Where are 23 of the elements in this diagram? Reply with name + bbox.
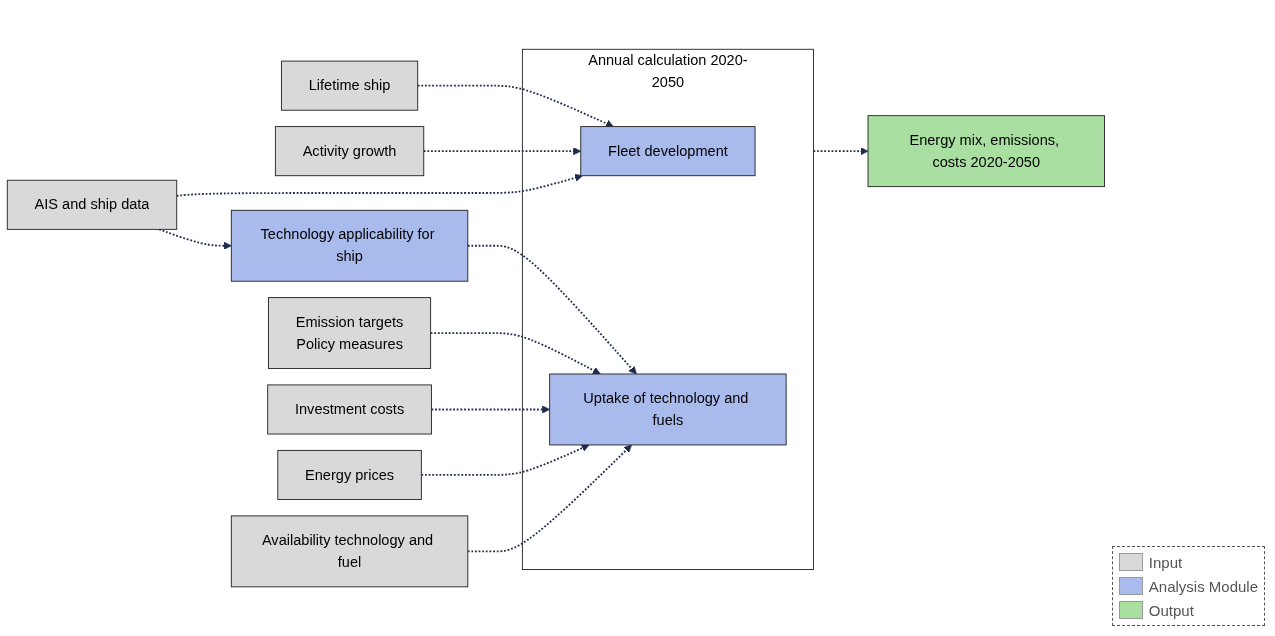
node-box: AIS and ship data	[6, 179, 178, 230]
arrow	[416, 84, 614, 128]
arrow	[430, 405, 551, 414]
arrow	[175, 173, 583, 197]
legend-label: Analysis Module	[1148, 577, 1258, 595]
node-box: Energy prices	[277, 449, 422, 500]
arrow	[420, 444, 590, 476]
legend-label: Input	[1148, 553, 1183, 571]
node-box: Activity growth	[274, 126, 425, 177]
arrow	[812, 147, 869, 156]
arrow	[466, 444, 632, 553]
node-box: Fleet development	[580, 126, 756, 177]
node-box: Technology applicability for ship	[230, 209, 469, 282]
node-box: Emission targets Policy measures	[268, 297, 432, 369]
node-box: Investment costs	[267, 384, 432, 435]
node-box: Uptake of technology and fuels	[549, 373, 787, 446]
node-box: Energy mix, emissions, costs 2020-2050	[867, 115, 1105, 187]
legend-label: Output	[1148, 601, 1194, 619]
arrow	[466, 244, 637, 375]
node-box: Lifetime ship	[280, 60, 419, 111]
node-box: Availability technology and fuel	[230, 515, 469, 588]
arrow	[422, 147, 582, 156]
arrow	[429, 332, 601, 375]
